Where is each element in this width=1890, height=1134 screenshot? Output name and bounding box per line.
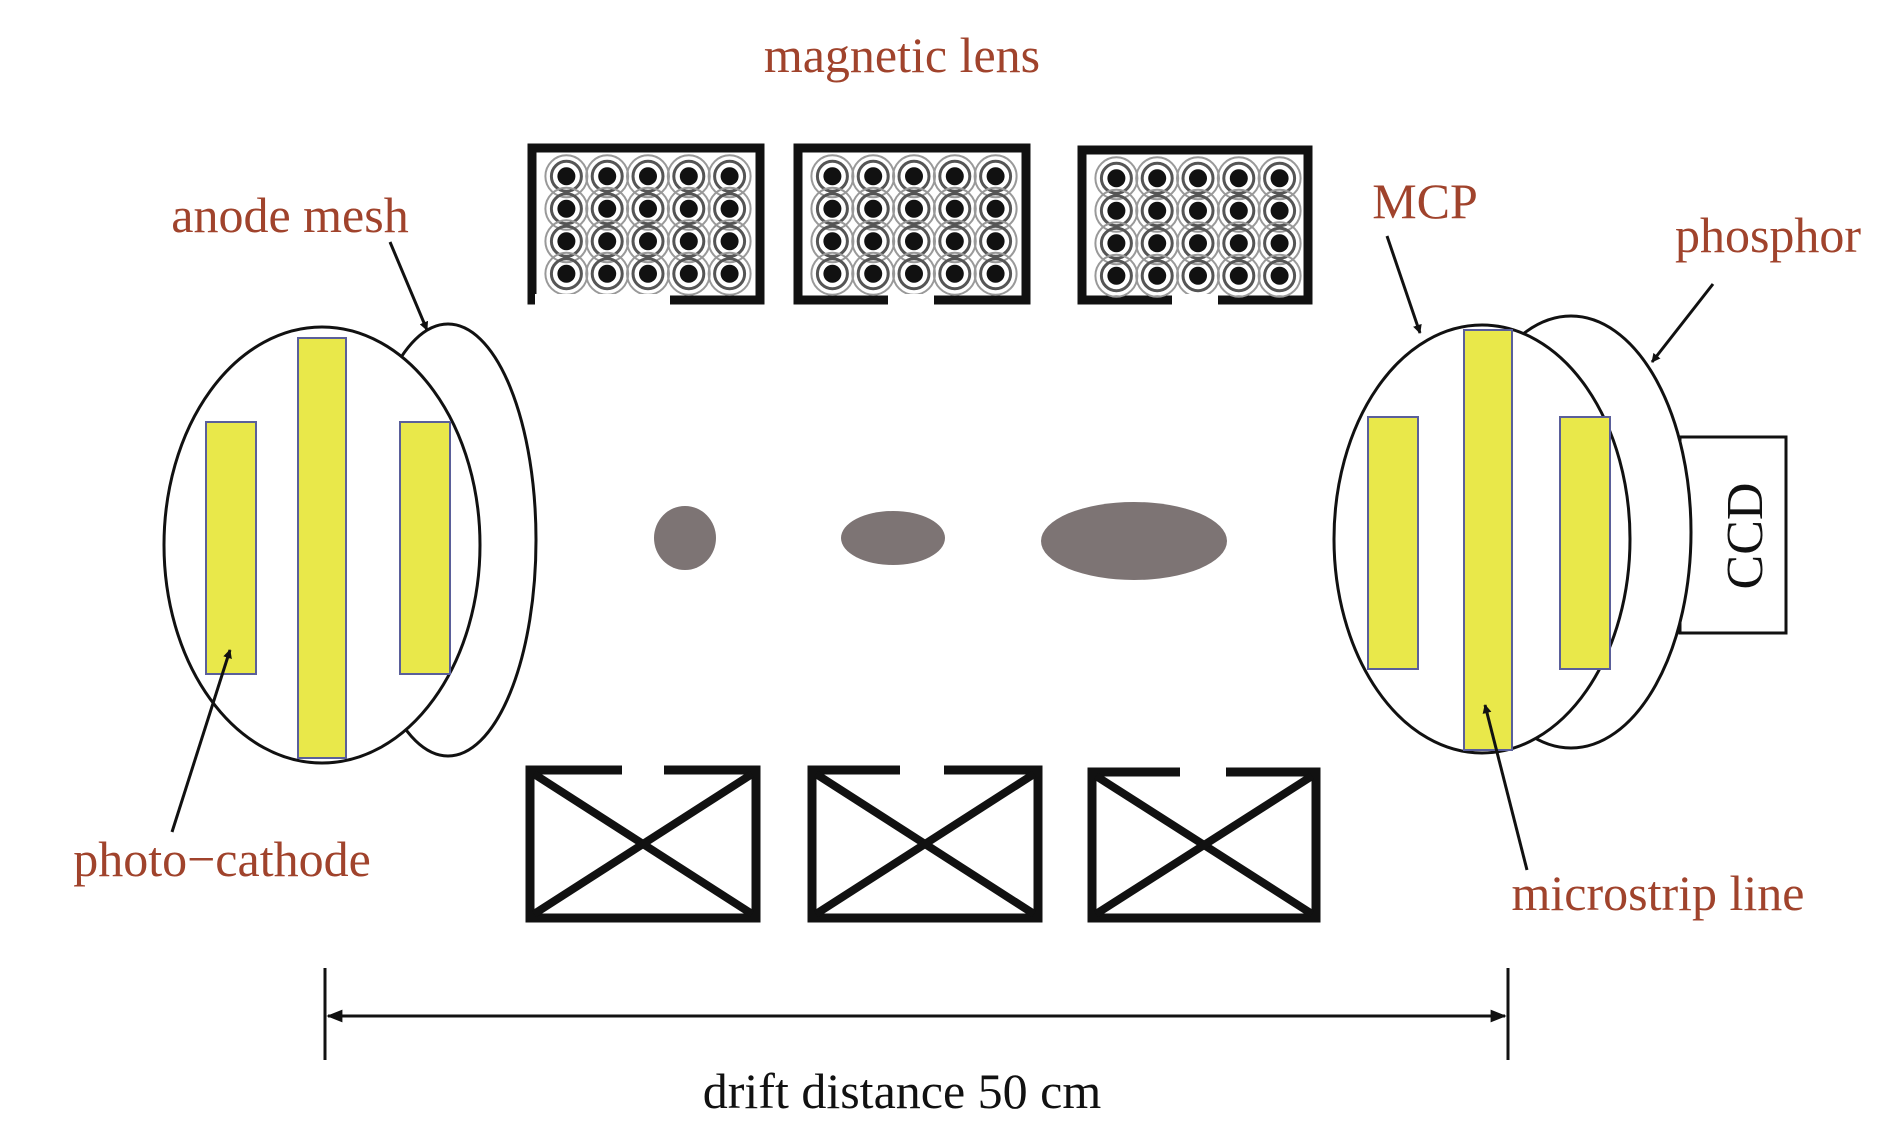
cathode-strip-right <box>399 421 451 675</box>
lens-coil-top-2 <box>793 143 1031 306</box>
beam-spot-2 <box>841 511 945 565</box>
mcp-label: MCP <box>1372 173 1478 229</box>
drift-distance-dimension: drift distance 50 cm <box>323 968 1510 1119</box>
lens-coil-bottom-3 <box>1087 766 1321 923</box>
phosphor-arrow <box>1650 283 1715 363</box>
photo-cathode-arrow <box>170 649 232 833</box>
beam-spot-3 <box>1041 502 1227 580</box>
drift-distance-label: drift distance 50 cm <box>703 1063 1102 1119</box>
mcp-strip-center <box>1463 329 1513 751</box>
lens-coil-top-1 <box>527 143 765 306</box>
detector-assembly: CCD <box>1332 314 1788 755</box>
phosphor-label: phosphor <box>1675 207 1861 263</box>
beam-spot-1 <box>654 506 716 570</box>
mcp-strip-right <box>1559 416 1611 670</box>
ccd-box <box>1678 435 1788 635</box>
microstrip-line-label: microstrip line <box>1512 865 1805 921</box>
anode-mesh-label: anode mesh <box>171 187 408 243</box>
mcp-arrow <box>1385 235 1422 334</box>
anode-mesh-arrow <box>388 241 429 331</box>
lens-coil-bottom-2 <box>807 764 1043 923</box>
magnetic-lens-bottom-coils <box>525 764 1321 923</box>
ccd-label: CCD <box>1717 483 1774 590</box>
microstrip-line-arrow <box>1482 704 1529 871</box>
magnetic-lens-top-coils <box>527 143 1313 306</box>
photo-cathode-label: photo−cathode <box>73 831 371 887</box>
lens-coil-top-3 <box>1077 145 1313 306</box>
cathode-strip-center <box>297 337 347 759</box>
cathode-strip-left <box>205 421 257 675</box>
mcp-strip-left <box>1367 416 1419 670</box>
lens-coil-bottom-1 <box>525 764 761 923</box>
photocathode-assembly <box>162 322 538 765</box>
electron-beam-spots <box>654 502 1227 580</box>
magnetic-lens-label: magnetic lens <box>764 27 1040 83</box>
